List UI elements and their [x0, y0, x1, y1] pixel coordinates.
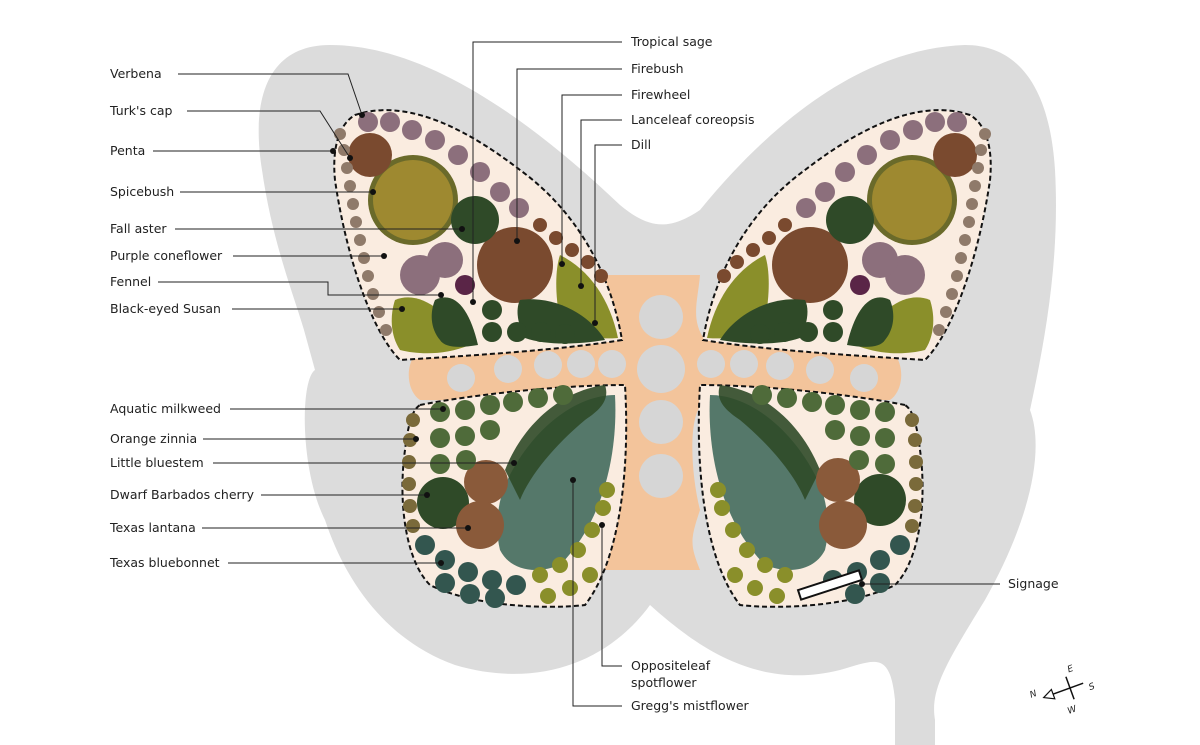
- plant-labels-top: Tropical sage Firebush Firewheel Lancele…: [630, 34, 754, 152]
- signage-panel: [796, 569, 864, 601]
- label-spicebush: Spicebush: [110, 184, 174, 199]
- compass-e: E: [1066, 664, 1075, 675]
- compass-s: S: [1088, 682, 1097, 693]
- north-arrow-icon: [1042, 688, 1056, 700]
- label-turks-cap: Turk's cap: [109, 103, 172, 118]
- label-signage: Signage: [1008, 576, 1059, 591]
- plant-labels-right: Signage: [1008, 576, 1059, 591]
- label-purple-coneflower: Purple coneflower: [110, 248, 223, 263]
- label-firebush: Firebush: [631, 61, 684, 76]
- compass-n: N: [1029, 689, 1039, 701]
- label-verbena: Verbena: [110, 66, 162, 81]
- stepping-stones: [447, 295, 878, 498]
- label-fennel: Fennel: [110, 274, 151, 289]
- plant-labels-bottom: Oppositeleaf spotflower Gregg's mistflow…: [631, 658, 750, 713]
- label-oppositeleaf-line2: spotflower: [631, 675, 697, 690]
- leader-lines: [153, 41, 1000, 707]
- compass-rose: N E S W: [1029, 664, 1097, 717]
- label-fall-aster: Fall aster: [110, 221, 167, 236]
- leader-endpoints: [330, 112, 865, 587]
- label-texas-lantana: Texas lantana: [109, 520, 196, 535]
- label-dwarf-barbados-cherry: Dwarf Barbados cherry: [110, 487, 255, 502]
- label-aquatic-milkweed: Aquatic milkweed: [110, 401, 221, 416]
- label-lanceleaf-coreopsis: Lanceleaf coreopsis: [631, 112, 754, 127]
- label-oppositeleaf-line1: Oppositeleaf: [631, 658, 711, 673]
- bed-lower-right: [697, 383, 924, 608]
- bed-lower-left: [401, 383, 628, 608]
- label-little-bluestem: Little bluestem: [110, 455, 204, 470]
- label-greggs-mistflower: Gregg's mistflower: [631, 698, 750, 713]
- label-dill: Dill: [631, 137, 651, 152]
- label-texas-bluebonnet: Texas bluebonnet: [109, 555, 220, 570]
- label-firewheel: Firewheel: [631, 87, 690, 102]
- label-penta: Penta: [110, 143, 145, 158]
- label-tropical-sage: Tropical sage: [630, 34, 713, 49]
- plant-labels-left: Verbena Turk's cap Penta Spicebush Fall …: [109, 66, 255, 570]
- bed-upper-right: [701, 109, 992, 362]
- compass-w: W: [1066, 704, 1079, 717]
- bed-upper-left: [333, 109, 624, 362]
- label-orange-zinnia: Orange zinnia: [110, 431, 197, 446]
- label-black-eyed-susan: Black-eyed Susan: [110, 301, 221, 316]
